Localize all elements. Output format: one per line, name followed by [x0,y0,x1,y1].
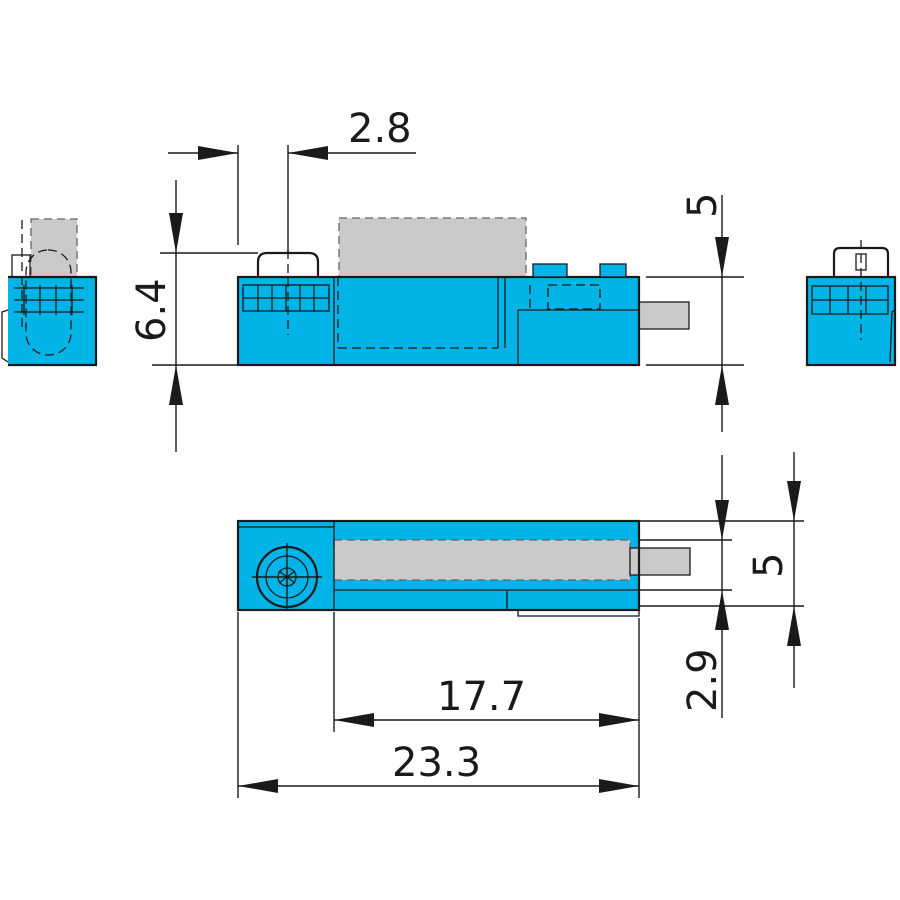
dim-top-clearance: 5 [646,193,744,432]
top-view [236,519,691,617]
dim-bottom-offset: 2.9 [639,455,732,718]
phantom-connector-top [338,217,527,279]
dim-pin-offset: 2.8 [168,106,416,252]
dim-overall-length-label: 23.3 [392,740,481,786]
dim-inner-length: 17.7 [333,612,640,798]
phantom-cable-top-view [333,539,631,581]
right-end-view [805,240,897,367]
phantom-cable-left [30,218,78,280]
dim-bottom-offset-label: 2.9 [680,648,726,712]
body-right-end [807,277,895,365]
dim-top-clearance-label: 5 [680,193,726,218]
body-left-end [8,277,96,365]
dim-pin-offset-label: 2.8 [348,106,412,152]
dim-height: 6.4 [129,180,258,452]
phantom-cable-out [638,301,690,330]
body-front [238,277,639,365]
left-end-view [1,218,98,367]
dim-width-label: 5 [746,553,792,578]
dim-overall-length: 23.3 [237,612,639,798]
dim-height-label: 6.4 [129,278,175,342]
dim-inner-length-label: 17.7 [437,674,526,720]
front-view [236,217,690,367]
